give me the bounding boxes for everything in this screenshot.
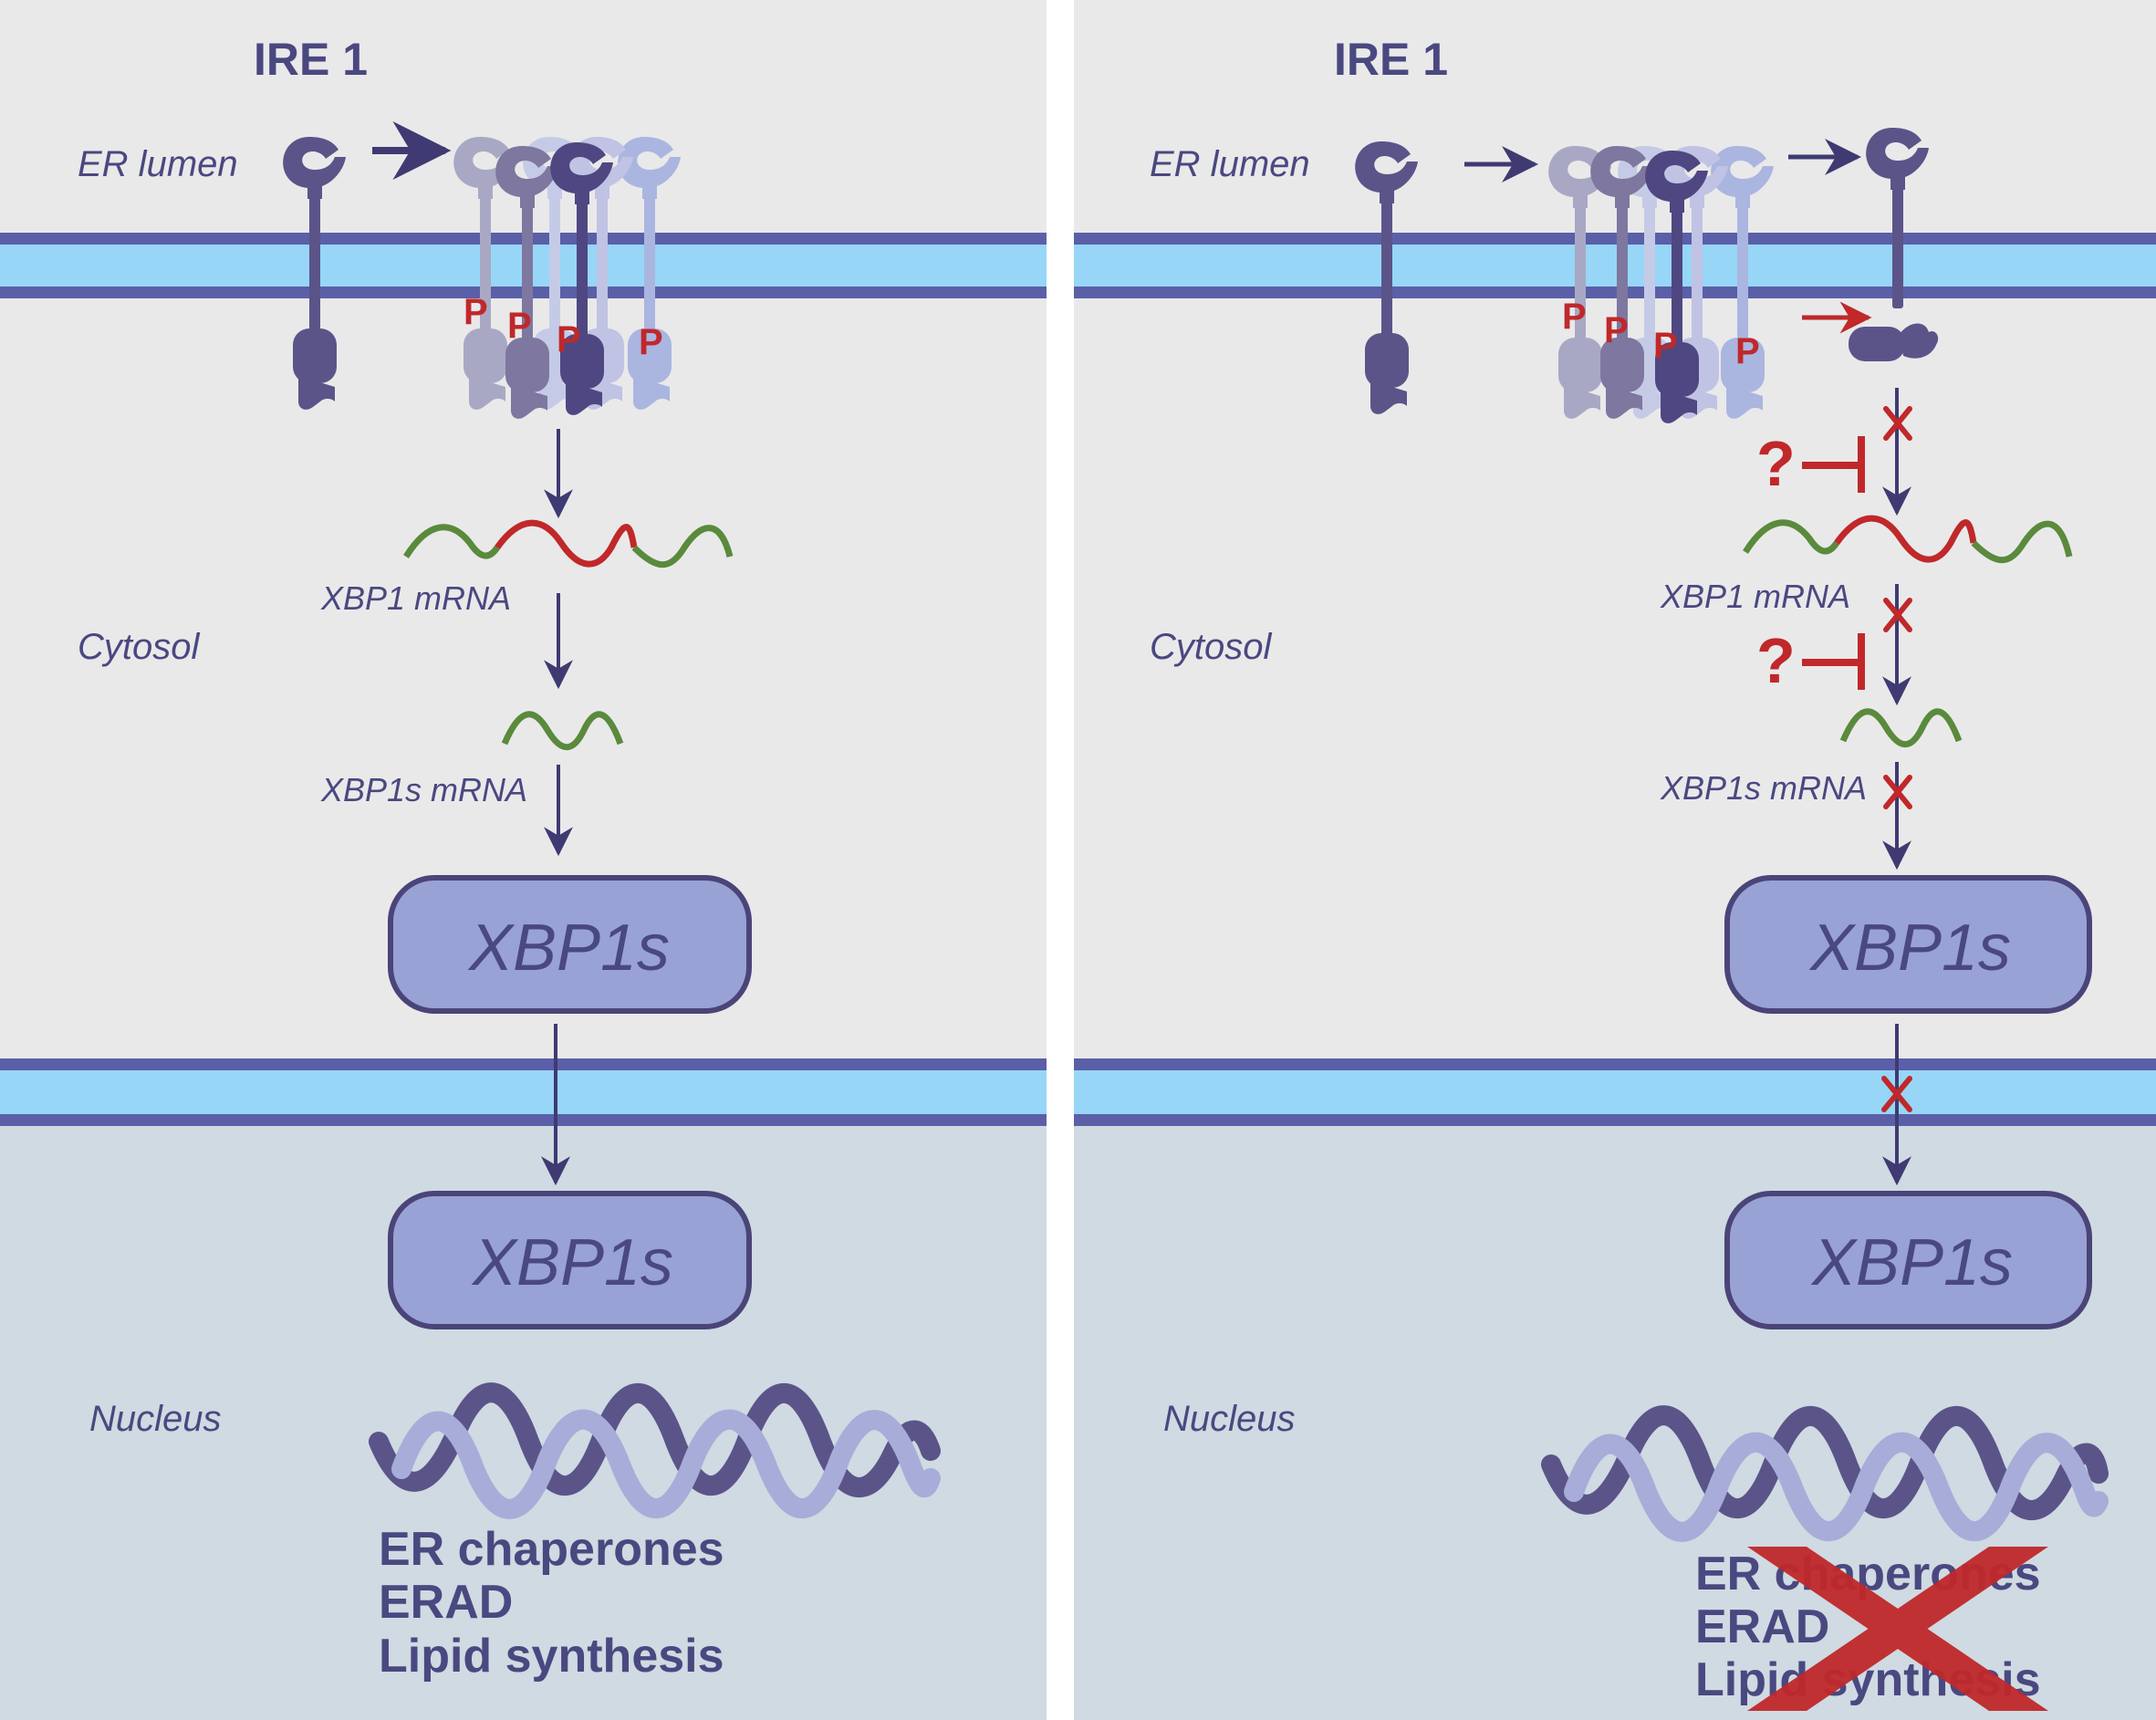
left-output-er-chaperones: ER chaperones	[379, 1523, 724, 1576]
right-phospho-2: P	[1604, 310, 1629, 350]
left-xbp1s-cytosol-box	[388, 875, 752, 1014]
right-output-erad: ERAD	[1695, 1600, 1829, 1653]
left-phospho-1: P	[463, 292, 488, 332]
left-nuclear-membrane	[0, 1058, 1047, 1126]
left-xbp1s-cytosol-label: XBP1s	[467, 912, 670, 985]
right-xbp1s-cytosol-box	[1724, 875, 2092, 1014]
right-cytosol-label: Cytosol	[1150, 627, 1272, 667]
right-xbp1s-nucleus-box	[1724, 1191, 2092, 1329]
left-phospho-4: P	[639, 322, 663, 362]
right-block-mark-4	[1881, 1076, 1912, 1112]
left-phospho-2: P	[507, 306, 532, 346]
right-dna-helix	[1541, 1405, 2109, 1542]
left-xbp1-mrna-label: XBP1 mRNA	[320, 579, 511, 617]
left-ire1-title: IRE 1	[254, 34, 368, 85]
left-dna-helix	[369, 1382, 941, 1519]
right-outputs-blocked-cross	[1747, 1547, 2048, 1711]
right-xbp1-mrna-label: XBP1 mRNA	[1660, 578, 1850, 615]
right-xbp1s-mrna-label: XBP1s mRNA	[1660, 769, 1867, 807]
right-ire1-title: IRE 1	[1334, 34, 1448, 85]
right-block-mark-2	[1883, 598, 1912, 632]
left-phospho-3: P	[557, 319, 581, 360]
left-output-erad: ERAD	[379, 1576, 513, 1629]
right-block-mark-3	[1883, 775, 1912, 809]
right-xbp1s-cytosol-label: XBP1s	[1808, 912, 2011, 985]
left-xbp1s-nucleus-box	[388, 1191, 752, 1329]
right-xbp1s-mrna	[1839, 708, 1963, 748]
left-cytosol-label: Cytosol	[78, 627, 200, 667]
right-nucleus-label: Nucleus	[1163, 1399, 1296, 1439]
left-xbp1s-mrna	[501, 711, 624, 751]
right-phospho-3: P	[1653, 326, 1678, 366]
right-nuclear-membrane	[1074, 1058, 2156, 1126]
right-xbp1-mrna	[1743, 515, 2073, 564]
right-er-lumen-label: ER lumen	[1150, 144, 1310, 184]
right-inhibition-bar-1	[1802, 436, 1865, 493]
left-xbp1s-nucleus-label: XBP1s	[471, 1226, 673, 1299]
left-xbp1-mrna	[403, 519, 734, 568]
right-ire1-cleaved	[1866, 128, 1929, 308]
right-unknown-inhibitor-2: ?	[1756, 625, 1796, 696]
right-phospho-4: P	[1735, 331, 1760, 371]
right-xbp1s-nucleus-label: XBP1s	[1810, 1226, 2013, 1299]
left-output-lipid-synthesis: Lipid synthesis	[379, 1630, 724, 1683]
left-xbp1s-mrna-label: XBP1s mRNA	[320, 771, 527, 808]
right-block-mark-1	[1883, 406, 1912, 441]
right-ire1-fragment	[1849, 323, 1939, 361]
right-unknown-inhibitor-1: ?	[1756, 428, 1796, 499]
right-phospho-1: P	[1562, 297, 1587, 337]
left-nucleus-label: Nucleus	[89, 1399, 222, 1439]
right-er-membrane	[1074, 233, 2156, 298]
right-inhibition-bar-2	[1802, 633, 1865, 690]
left-er-lumen-label: ER lumen	[78, 144, 238, 184]
